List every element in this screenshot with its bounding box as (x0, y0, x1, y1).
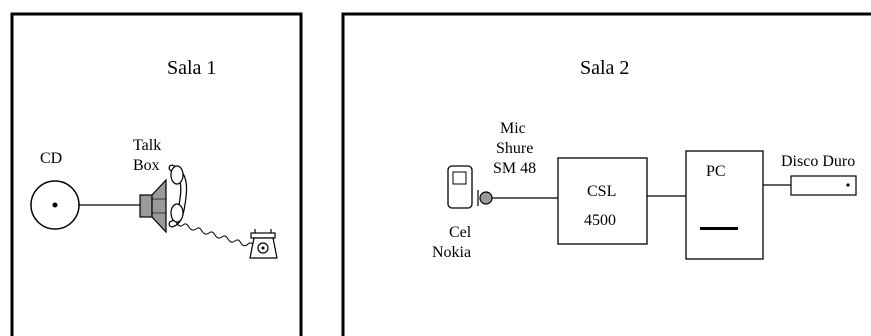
telephone-handset-icon (168, 164, 188, 228)
mic-label-line2: Shure (496, 140, 533, 157)
csl-label-line2: 4500 (584, 212, 616, 229)
cellphone-label-line2: Nokia (432, 244, 471, 261)
cellphone-icon (447, 165, 473, 209)
pc-label: PC (706, 163, 726, 180)
pc-box (685, 150, 764, 260)
cellphone-label-line1: Cel (449, 224, 472, 241)
speaker-icon (139, 178, 167, 234)
mic-label-line3: SM 48 (493, 160, 536, 177)
telephone-coiled-cord (175, 221, 261, 249)
room-1-title: Sala 1 (167, 57, 216, 79)
talkbox-label-line1: Talk (133, 137, 161, 154)
desk-telephone-icon (249, 229, 278, 259)
room-sala-2: Sala 2 Cel Nokia Mic Shure SM 48 CSL 450… (341, 12, 871, 336)
csl-label-line1: CSL (587, 183, 616, 200)
hard-disk-icon (790, 175, 857, 196)
disk-label: Disco Duro (781, 153, 855, 170)
pc-drive-slot (700, 227, 738, 230)
microphone-icon (477, 190, 493, 206)
room-2-border (341, 12, 871, 336)
room-1-border (10, 12, 303, 336)
cd-label: CD (40, 150, 62, 167)
talkbox-label-line2: Box (133, 157, 160, 174)
room-sala-1: Sala 1 CD Talk Box (10, 12, 303, 336)
csl-4500-box (557, 157, 648, 245)
mic-label-line1: Mic (500, 120, 526, 137)
room-2-title: Sala 2 (580, 57, 629, 79)
cd-icon (30, 180, 80, 230)
